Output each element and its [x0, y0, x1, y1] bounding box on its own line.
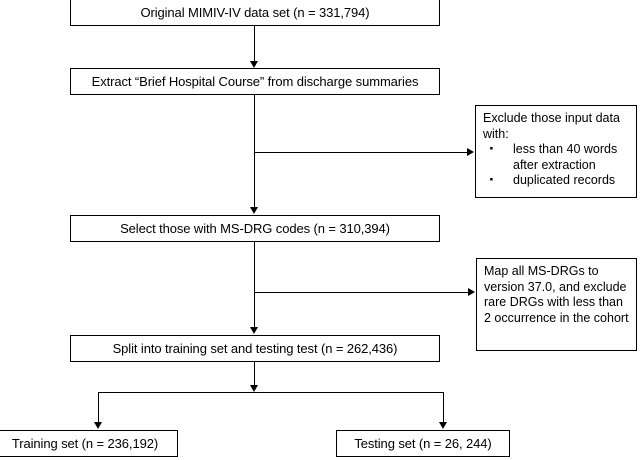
connector-fork-right	[443, 392, 444, 423]
arrowhead-select-to-split	[249, 327, 258, 334]
fork-horizontal-bar	[98, 392, 444, 393]
node-testing-set: Testing set (n = 26, 244)	[336, 430, 510, 457]
connector-extract-to-select	[254, 95, 255, 208]
node-training-set: Training set (n = 236,192)	[0, 430, 178, 457]
node-split-label: Split into training set and testing test…	[112, 341, 398, 356]
node-testing-set-label: Testing set (n = 26, 244)	[354, 436, 492, 451]
connector-split-down	[254, 362, 255, 386]
node-training-set-label: Training set (n = 236,192)	[11, 436, 159, 451]
node-split-train-test: Split into training set and testing test…	[70, 335, 440, 362]
connector-original-to-extract	[254, 26, 255, 62]
node-exclusion-criteria-2: Map all MS-DRGs to version 37.0, and exc…	[476, 258, 637, 351]
arrowhead-to-exclusion-2	[468, 287, 475, 296]
node-exclusion-criteria-1: Exclude those input data with: less than…	[475, 105, 637, 198]
branch-to-exclusion-1	[254, 152, 467, 153]
exclusion-1-bullet-item: less than 40 words after extraction	[483, 140, 630, 173]
exclusion-1-bullet-item: duplicated records	[483, 171, 630, 189]
connector-select-to-split	[254, 242, 255, 328]
node-select-msdrg-codes: Select those with MS-DRG codes (n = 310,…	[70, 215, 440, 242]
branch-to-exclusion-2	[254, 292, 468, 293]
exclusion-1-lead2: with:	[483, 126, 509, 141]
node-extract-brief-hospital-course: Extract “Brief Hospital Course” from dis…	[70, 68, 440, 95]
arrowhead-split-fork	[249, 385, 258, 392]
node-original-dataset-label: Original MIMIV-IV data set (n = 331,794)	[140, 4, 370, 20]
exclusion-1-bullet-list: less than 40 words after extraction dupl…	[483, 140, 630, 189]
exclusion-2-line: in the cohort	[559, 310, 629, 325]
node-extract-label: Extract “Brief Hospital Course” from dis…	[91, 74, 419, 89]
node-original-dataset: Original MIMIV-IV data set (n = 331,794)	[70, 0, 440, 26]
connector-fork-left	[98, 392, 99, 423]
arrowhead-original-to-extract	[249, 61, 258, 68]
exclusion-2-line: version 37.0, and	[484, 279, 580, 294]
arrowhead-to-testing-set	[438, 422, 447, 429]
arrowhead-to-training-set	[93, 422, 102, 429]
exclusion-2-line: less than 2 occurrence	[484, 295, 623, 325]
node-select-msdrg-label: Select those with MS-DRG codes (n = 310,…	[120, 221, 390, 236]
arrowhead-extract-to-select	[249, 207, 258, 214]
exclusion-2-line: Map all MS-DRGs to	[484, 264, 599, 278]
arrowhead-to-exclusion-1	[467, 147, 474, 156]
exclusion-2-line: exclude rare DRGs with	[484, 279, 627, 310]
exclusion-1-lead: Exclude those input data	[483, 111, 620, 125]
